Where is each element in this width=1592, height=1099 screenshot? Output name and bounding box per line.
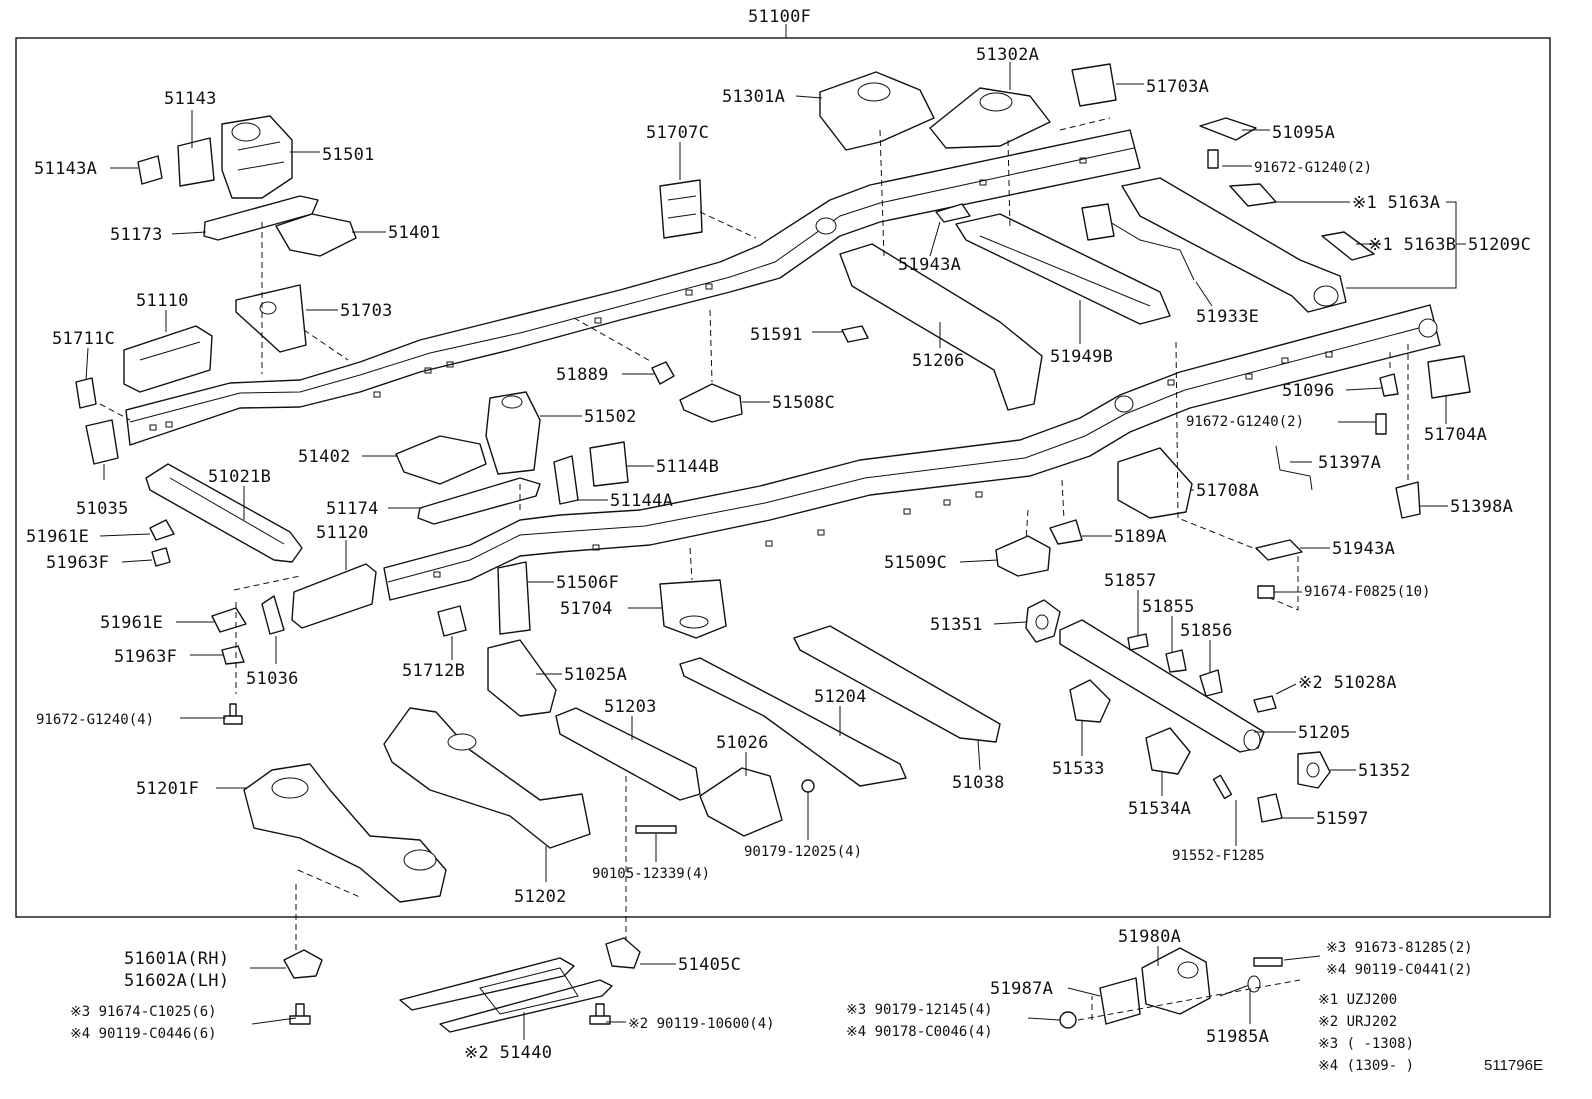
part-label: 51711C xyxy=(52,329,115,349)
part-label: 51949B xyxy=(1050,347,1113,367)
note-line: ※2 URJ202 xyxy=(1318,1014,1397,1030)
leader-lines xyxy=(85,62,1466,1040)
part-label: 5189A xyxy=(1114,527,1167,547)
part-label: 51933E xyxy=(1196,307,1259,327)
part-label: ※2 51028A xyxy=(1298,673,1397,693)
part-label: 51961E xyxy=(100,613,163,633)
part-label: 51712B xyxy=(402,661,465,681)
part-label: 51856 xyxy=(1180,621,1233,641)
part-label: 51402 xyxy=(298,447,351,467)
part-label: 51534A xyxy=(1128,799,1191,819)
part-label: 91672-G1240(4) xyxy=(36,712,154,728)
part-label: 51398A xyxy=(1450,497,1513,517)
part-labels: 51100F 51143 51143A 51501 51173 51401 51… xyxy=(26,7,1543,1074)
part-label: 51961E xyxy=(26,527,89,547)
note-line: ※1 UZJ200 xyxy=(1318,992,1397,1008)
part-label: 51533 xyxy=(1052,759,1105,779)
part-label: 91672-G1240(2) xyxy=(1254,160,1372,176)
part-label: ※3 91674-C1025(6) xyxy=(70,1004,217,1020)
bolt-icon xyxy=(223,703,243,725)
part-label: 51601A(RH) xyxy=(124,949,229,969)
part-label: 51036 xyxy=(246,669,299,689)
part-label: ※2 51440 xyxy=(464,1043,552,1063)
part-label: ※4 90119-C0441(2) xyxy=(1326,962,1473,978)
part-label: 51704A xyxy=(1424,425,1487,445)
assembly-title: 51100F xyxy=(748,7,811,27)
part-label: 51205 xyxy=(1298,723,1351,743)
frame-rail-right xyxy=(383,304,1441,601)
part-label: 51401 xyxy=(388,223,441,243)
part-label: 51708A xyxy=(1196,481,1259,501)
part-label: 91672-G1240(2) xyxy=(1186,414,1304,430)
part-label: 51703 xyxy=(340,301,393,321)
part-label: 51204 xyxy=(814,687,867,707)
part-label: 51026 xyxy=(716,733,769,753)
note-line: ※4 (1309- ) xyxy=(1318,1058,1414,1074)
part-label: 51096 xyxy=(1282,381,1335,401)
part-label: 51110 xyxy=(136,291,189,311)
part-label: 51704 xyxy=(560,599,613,619)
part-label: 51857 xyxy=(1104,571,1157,591)
part-label: 51203 xyxy=(604,697,657,717)
part-label: 51120 xyxy=(316,523,369,543)
part-label: 90105-12339(4) xyxy=(592,866,710,882)
note-line: ※3 ( -1308) xyxy=(1318,1036,1414,1052)
part-label: 51095A xyxy=(1272,123,1335,143)
part-label: 91674-F0825(10) xyxy=(1304,584,1430,600)
part-label: ※1 5163B xyxy=(1368,235,1456,255)
part-label: 51985A xyxy=(1206,1027,1269,1047)
part-label: 51301A xyxy=(722,87,785,107)
part-label: ※1 5163A xyxy=(1352,193,1440,213)
part-label: 51397A xyxy=(1318,453,1381,473)
part-label: 51943A xyxy=(898,255,961,275)
diagram-code: 511796E xyxy=(1484,1057,1543,1074)
part-label: 51035 xyxy=(76,499,129,519)
part-label: ※2 90119-10600(4) xyxy=(628,1016,775,1032)
part-label: 51703A xyxy=(1146,77,1209,97)
part-label: 51602A(LH) xyxy=(124,971,229,991)
part-label: 51206 xyxy=(912,351,965,371)
part-label: 51202 xyxy=(514,887,567,907)
part-label: 51508C xyxy=(772,393,835,413)
part-label: 51963F xyxy=(114,647,177,667)
part-label: 51352 xyxy=(1358,761,1411,781)
part-label: 51501 xyxy=(322,145,375,165)
part-label: 51509C xyxy=(884,553,947,573)
part-label: 51506F xyxy=(556,573,619,593)
part-label: 51144B xyxy=(656,457,719,477)
part-label: 51405C xyxy=(678,955,741,975)
frame-rail-left xyxy=(125,129,1141,446)
part-label: 51302A xyxy=(976,45,1039,65)
part-label: 51144A xyxy=(610,491,673,511)
part-label: ※3 91673-81285(2) xyxy=(1326,940,1473,956)
part-label: 51201F xyxy=(136,779,199,799)
part-label: 51173 xyxy=(110,225,163,245)
part-label: ※4 90119-C0446(6) xyxy=(70,1026,217,1042)
part-label: 51591 xyxy=(750,325,803,345)
part-label: 90179-12025(4) xyxy=(744,844,862,860)
part-label: ※3 90179-12145(4) xyxy=(846,1002,993,1018)
part-label: 51889 xyxy=(556,365,609,385)
part-label: 91552-F1285 xyxy=(1172,848,1265,864)
part-label: 51143A xyxy=(34,159,97,179)
part-label: 51025A xyxy=(564,665,627,685)
part-label: 51143 xyxy=(164,89,217,109)
part-label: 51038 xyxy=(952,773,1005,793)
part-label: 51980A xyxy=(1118,927,1181,947)
part-label: 51597 xyxy=(1316,809,1369,829)
part-label: ※4 90178-C0046(4) xyxy=(846,1024,993,1040)
assembly-dash-lines xyxy=(99,117,1409,1021)
assembly-boundary xyxy=(15,37,1551,918)
part-label: 51943A xyxy=(1332,539,1395,559)
part-label: 51707C xyxy=(646,123,709,143)
part-label: 51174 xyxy=(326,499,379,519)
part-label: 51963F xyxy=(46,553,109,573)
part-label: 51987A xyxy=(990,979,1053,999)
part-label: 51855 xyxy=(1142,597,1195,617)
part-label: 51502 xyxy=(584,407,637,427)
part-label: 51021B xyxy=(208,467,271,487)
part-label: 51351 xyxy=(930,615,983,635)
part-label: 51209C xyxy=(1468,235,1531,255)
